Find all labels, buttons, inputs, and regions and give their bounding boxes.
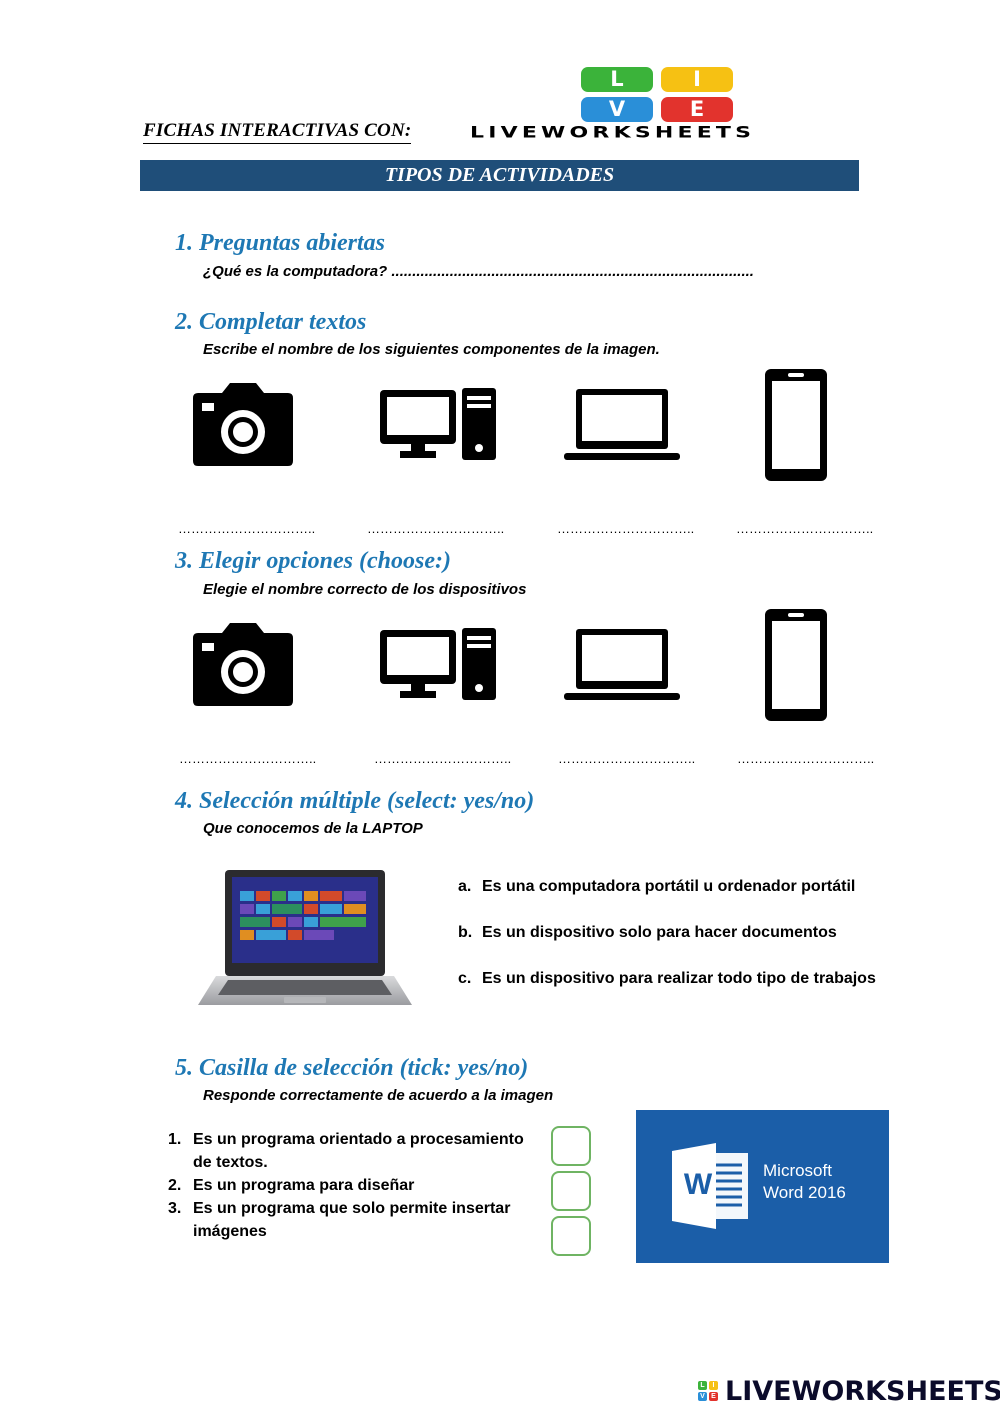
- desktop-computer-icon: [380, 388, 496, 460]
- tick-checkbox-2[interactable]: [551, 1171, 591, 1211]
- list-item-number: 2.: [168, 1177, 182, 1194]
- word-icon: [672, 1143, 748, 1229]
- section5-title: 5. Casilla de selección (tick: yes/no): [175, 1055, 529, 1081]
- option-key: b.: [458, 924, 473, 941]
- footer-mini-logo: L I V E: [698, 1381, 720, 1403]
- option-text: Es un dispositivo solo para hacer docume…: [482, 924, 837, 941]
- list-item-text: Es un programa orientado a procesamiento…: [193, 1131, 524, 1171]
- section2-title: 2. Completar textos: [175, 309, 367, 335]
- option-c[interactable]: c. Es un dispositivo para realizar todo t…: [458, 970, 876, 988]
- camera-icon: [193, 383, 293, 466]
- mini-tile-e: E: [709, 1392, 718, 1401]
- laptop-photo: [198, 870, 412, 1005]
- tick-checkbox-1[interactable]: [551, 1126, 591, 1166]
- logo-word: LIVEWORKSHEETS: [470, 124, 756, 142]
- word-letter: W: [683, 1168, 713, 1201]
- list-item-text: Es un programa para diseñar: [193, 1177, 415, 1194]
- camera-icon: [193, 623, 293, 706]
- section4-subtitle: Que conocemos de la LAPTOP: [203, 820, 423, 837]
- logo-tile-e: E: [661, 97, 733, 122]
- list-item-number: 3.: [168, 1200, 182, 1217]
- laptop-icon: [564, 389, 680, 460]
- section2-subtitle: Escribe el nombre de los siguientes comp…: [203, 341, 660, 358]
- liveworksheets-logo: L I V E: [581, 67, 735, 125]
- section1-question-text: ¿Qué es la computadora? ................…: [203, 263, 754, 280]
- section3-subtitle: Elegie el nombre correcto de los disposi…: [203, 581, 527, 598]
- blank-input[interactable]: …………………………..: [736, 521, 874, 536]
- section4-title: 4. Selección múltiple (select: yes/no): [175, 788, 535, 814]
- choose-dropdown[interactable]: …………………………..: [558, 751, 696, 766]
- choose-dropdown[interactable]: …………………………..: [374, 751, 512, 766]
- list-item: 2. Es un programa para diseñar: [168, 1174, 543, 1197]
- mini-tile-v: V: [698, 1392, 707, 1401]
- section3-title: 3. Elegir opciones (choose:): [175, 548, 451, 574]
- section1-title: 1. Preguntas abiertas: [175, 230, 386, 256]
- footer-logo-word: LIVEWORKSHEETS: [725, 1376, 1000, 1407]
- laptop-icon: [564, 629, 680, 700]
- option-key: c.: [458, 970, 472, 987]
- choose-dropdown[interactable]: …………………………..: [737, 751, 875, 766]
- list-item: 3. Es un programa que solo permite inser…: [168, 1197, 543, 1243]
- blank-input[interactable]: …………………………..: [367, 521, 505, 536]
- option-a[interactable]: a. Es una computadora portátil u ordenado…: [458, 878, 855, 896]
- smartphone-icon: [765, 369, 827, 481]
- banner-title: TIPOS DE ACTIVIDADES: [140, 160, 859, 191]
- section1-question[interactable]: ¿Qué es la computadora? ................…: [203, 263, 754, 280]
- tick-checkbox-3[interactable]: [551, 1216, 591, 1256]
- word-logo-line1: Microsoft: [763, 1161, 832, 1180]
- list-item-text: Es un programa que solo permite insertar…: [193, 1200, 511, 1240]
- mini-tile-l: L: [698, 1381, 707, 1390]
- logo-tile-v: V: [581, 97, 653, 122]
- smartphone-icon: [765, 609, 827, 721]
- option-text: Es una computadora portátil u ordenador …: [482, 878, 856, 895]
- desktop-computer-icon: [380, 628, 496, 700]
- option-b[interactable]: b. Es un dispositivo solo para hacer docu…: [458, 924, 837, 942]
- choose-dropdown[interactable]: …………………………..: [179, 751, 317, 766]
- logo-tile-l: L: [581, 67, 653, 92]
- list-item-number: 1.: [168, 1131, 182, 1148]
- logo-tile-i: I: [661, 67, 733, 92]
- header-left-text: FICHAS INTERACTIVAS CON:: [143, 120, 412, 144]
- blank-input[interactable]: …………………………..: [178, 521, 316, 536]
- blank-input[interactable]: …………………………..: [557, 521, 695, 536]
- option-key: a.: [458, 878, 472, 895]
- option-text: Es un dispositivo para realizar todo tip…: [482, 970, 876, 987]
- mini-tile-i: I: [709, 1381, 718, 1390]
- word-logo-line2: Word 2016: [763, 1183, 846, 1202]
- section5-subtitle: Responde correctamente de acuerdo a la i…: [203, 1087, 554, 1104]
- list-item: 1. Es un programa orientado a procesamie…: [168, 1128, 543, 1174]
- word-logo-panel: W: [636, 1110, 889, 1263]
